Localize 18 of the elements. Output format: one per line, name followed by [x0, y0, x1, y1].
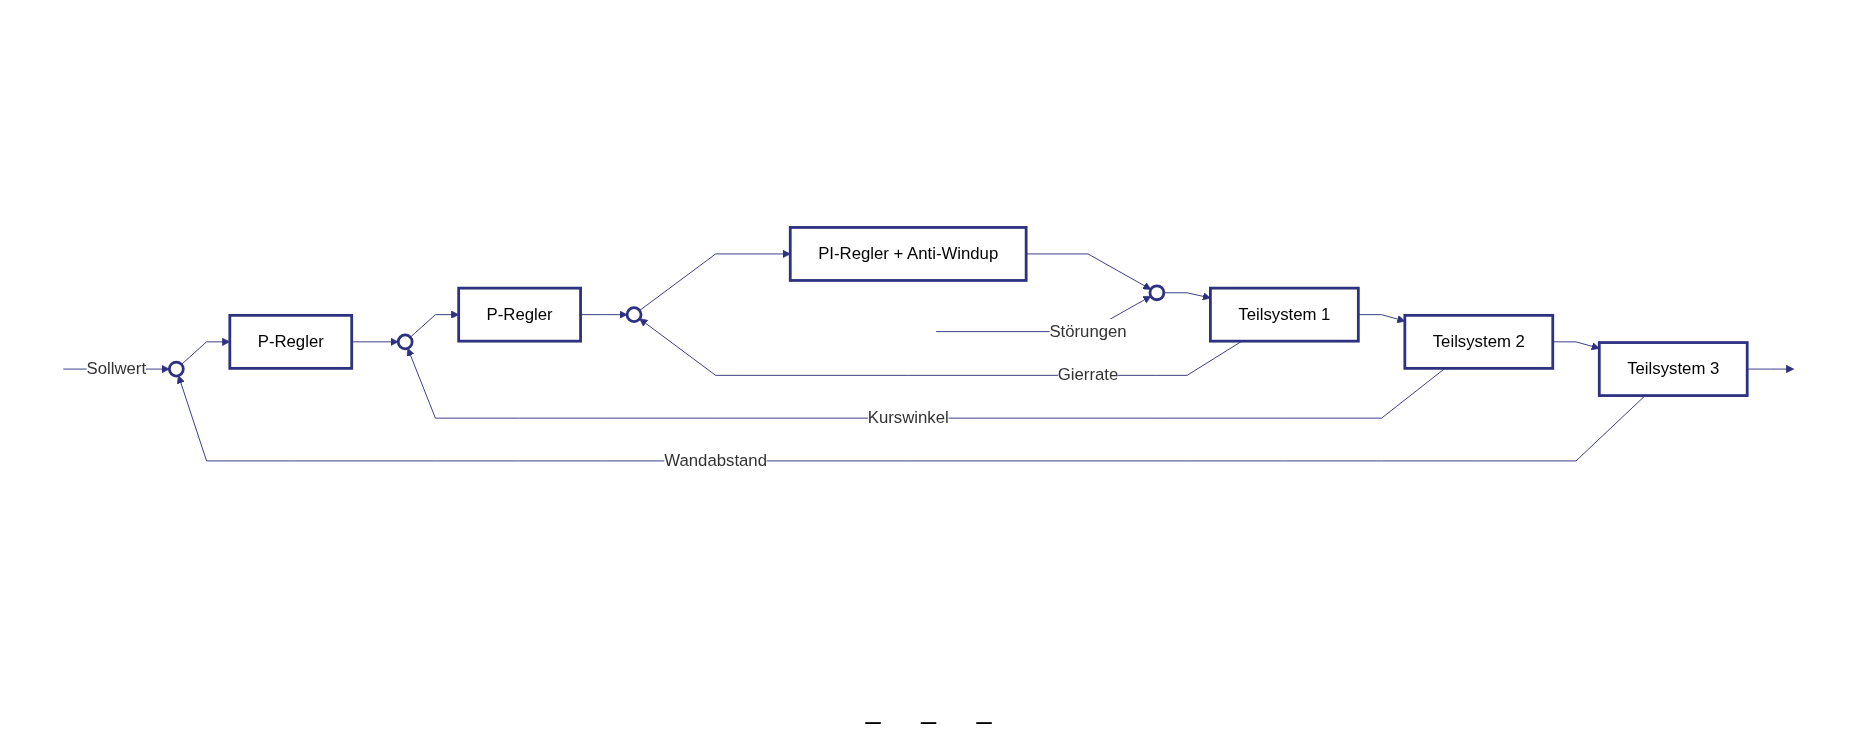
edge-label: Störungen	[1049, 321, 1127, 341]
node-circle	[625, 306, 643, 324]
node-box: Teilsystem 3	[1597, 341, 1749, 397]
edge-label: Kurswinkel	[867, 408, 949, 427]
node-box: P-Regler	[457, 286, 582, 343]
node-box: PI-Regler + Anti-Windup	[788, 226, 1028, 282]
node-box: P-Regler	[228, 314, 354, 370]
edge-label: Wandabstand	[664, 451, 767, 470]
minus-sign: –	[920, 705, 937, 737]
minus-sign: –	[976, 705, 992, 737]
minus-sign: –	[865, 705, 881, 737]
node-circle	[167, 360, 185, 378]
node-circle	[1148, 284, 1166, 302]
node-box: Teilsystem 2	[1403, 314, 1555, 370]
edge-label: Gierrate	[1057, 365, 1119, 385]
node-circle	[396, 333, 414, 351]
node-box: Teilsystem 1	[1209, 286, 1360, 343]
edge-label: Sollwert	[86, 359, 147, 378]
